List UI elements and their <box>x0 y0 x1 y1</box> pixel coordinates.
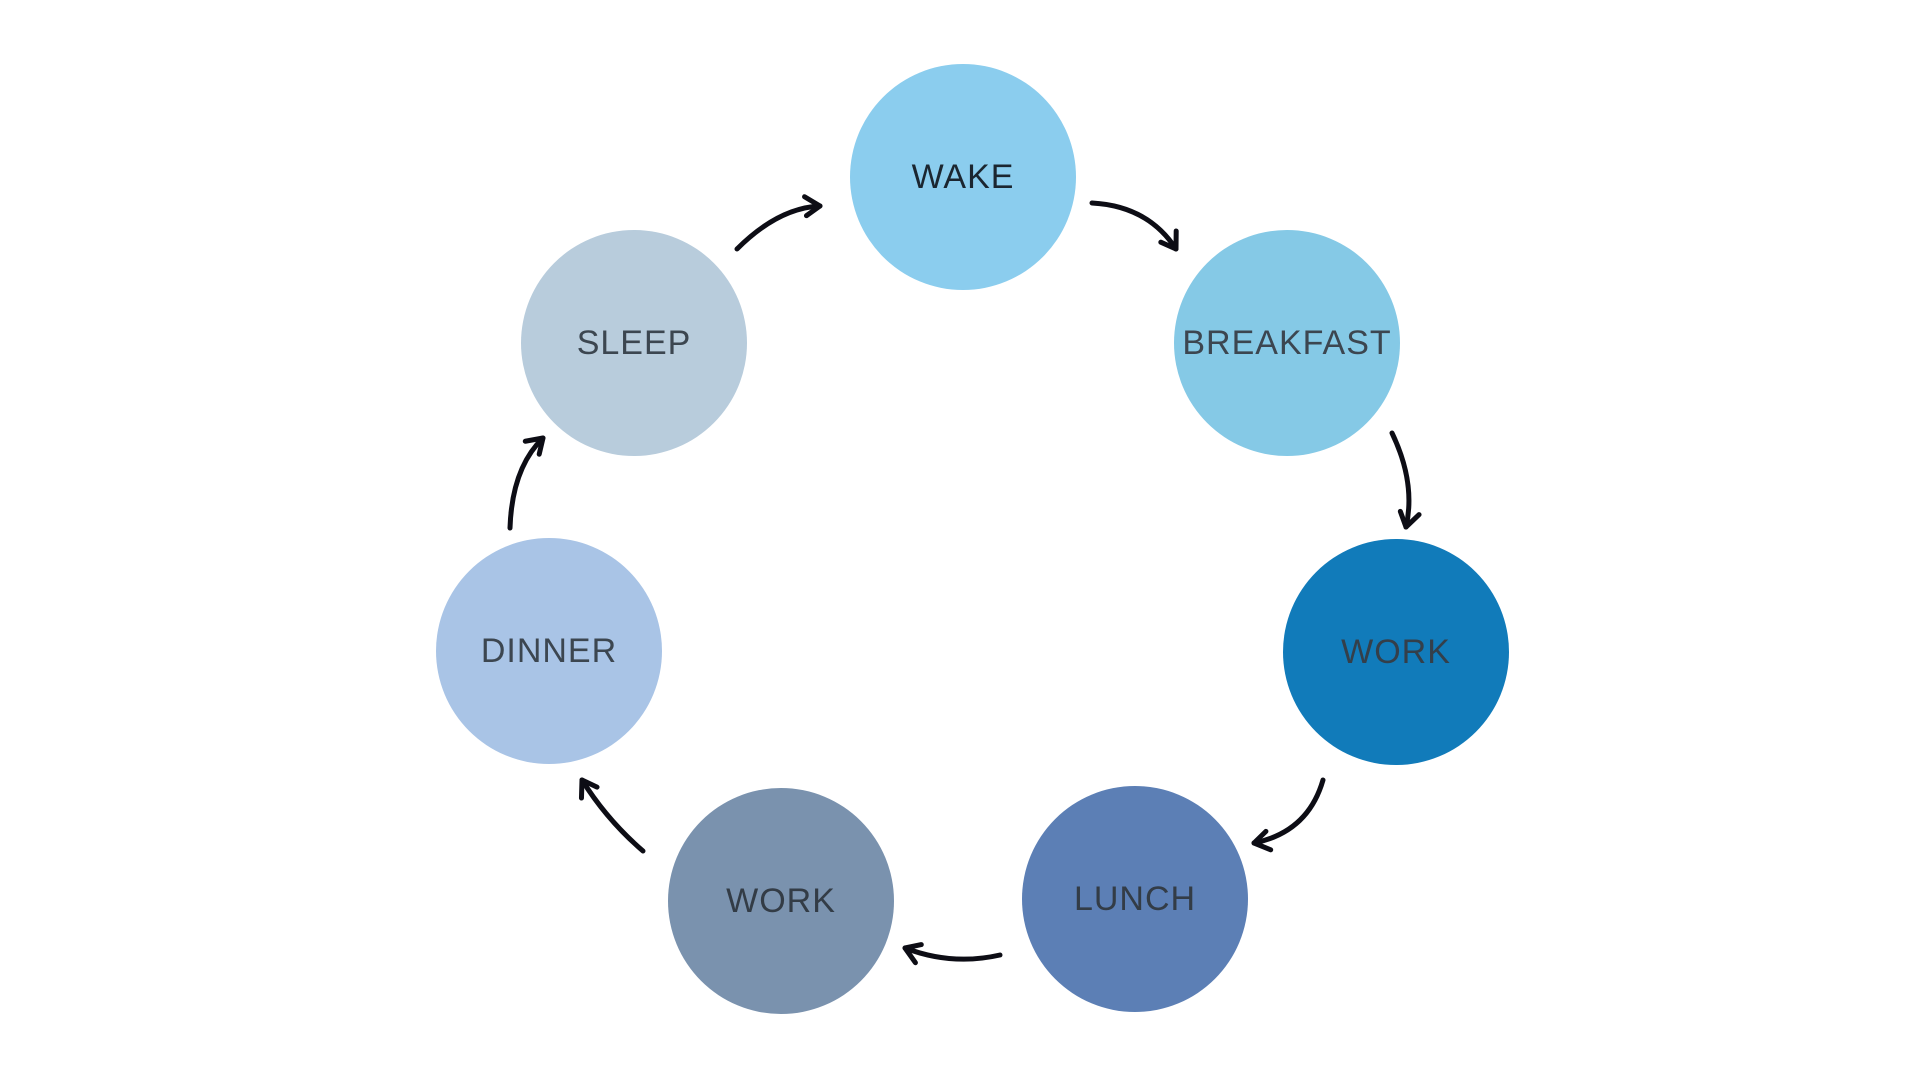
node-label: WORK <box>1341 633 1451 671</box>
node-wake: WAKE <box>850 64 1076 290</box>
node-label: SLEEP <box>576 324 692 362</box>
node-breakfast: BREAKFAST <box>1174 230 1400 456</box>
node-label: BREAKFAST <box>1182 324 1392 362</box>
arrow-wake-to-breakfast <box>1089 200 1179 252</box>
node-work-afternoon: WORK <box>668 788 894 1014</box>
node-dinner: DINNER <box>436 538 662 764</box>
node-sleep: SLEEP <box>521 230 747 456</box>
node-label: DINNER <box>480 632 618 670</box>
node-label: WORK <box>726 882 836 920</box>
node-work-morning: WORK <box>1283 539 1509 765</box>
arrow-work-to-lunch <box>1251 777 1326 853</box>
node-label: WAKE <box>911 158 1015 196</box>
arrow-lunch-to-work <box>902 942 1003 966</box>
node-lunch: LUNCH <box>1022 786 1248 1012</box>
node-label: LUNCH <box>1073 880 1197 918</box>
arrow-dinner-to-sleep <box>507 435 546 531</box>
arrow-sleep-to-wake <box>734 194 823 252</box>
arrow-breakfast-to-work <box>1389 430 1422 530</box>
arrow-work-to-dinner <box>578 777 646 854</box>
